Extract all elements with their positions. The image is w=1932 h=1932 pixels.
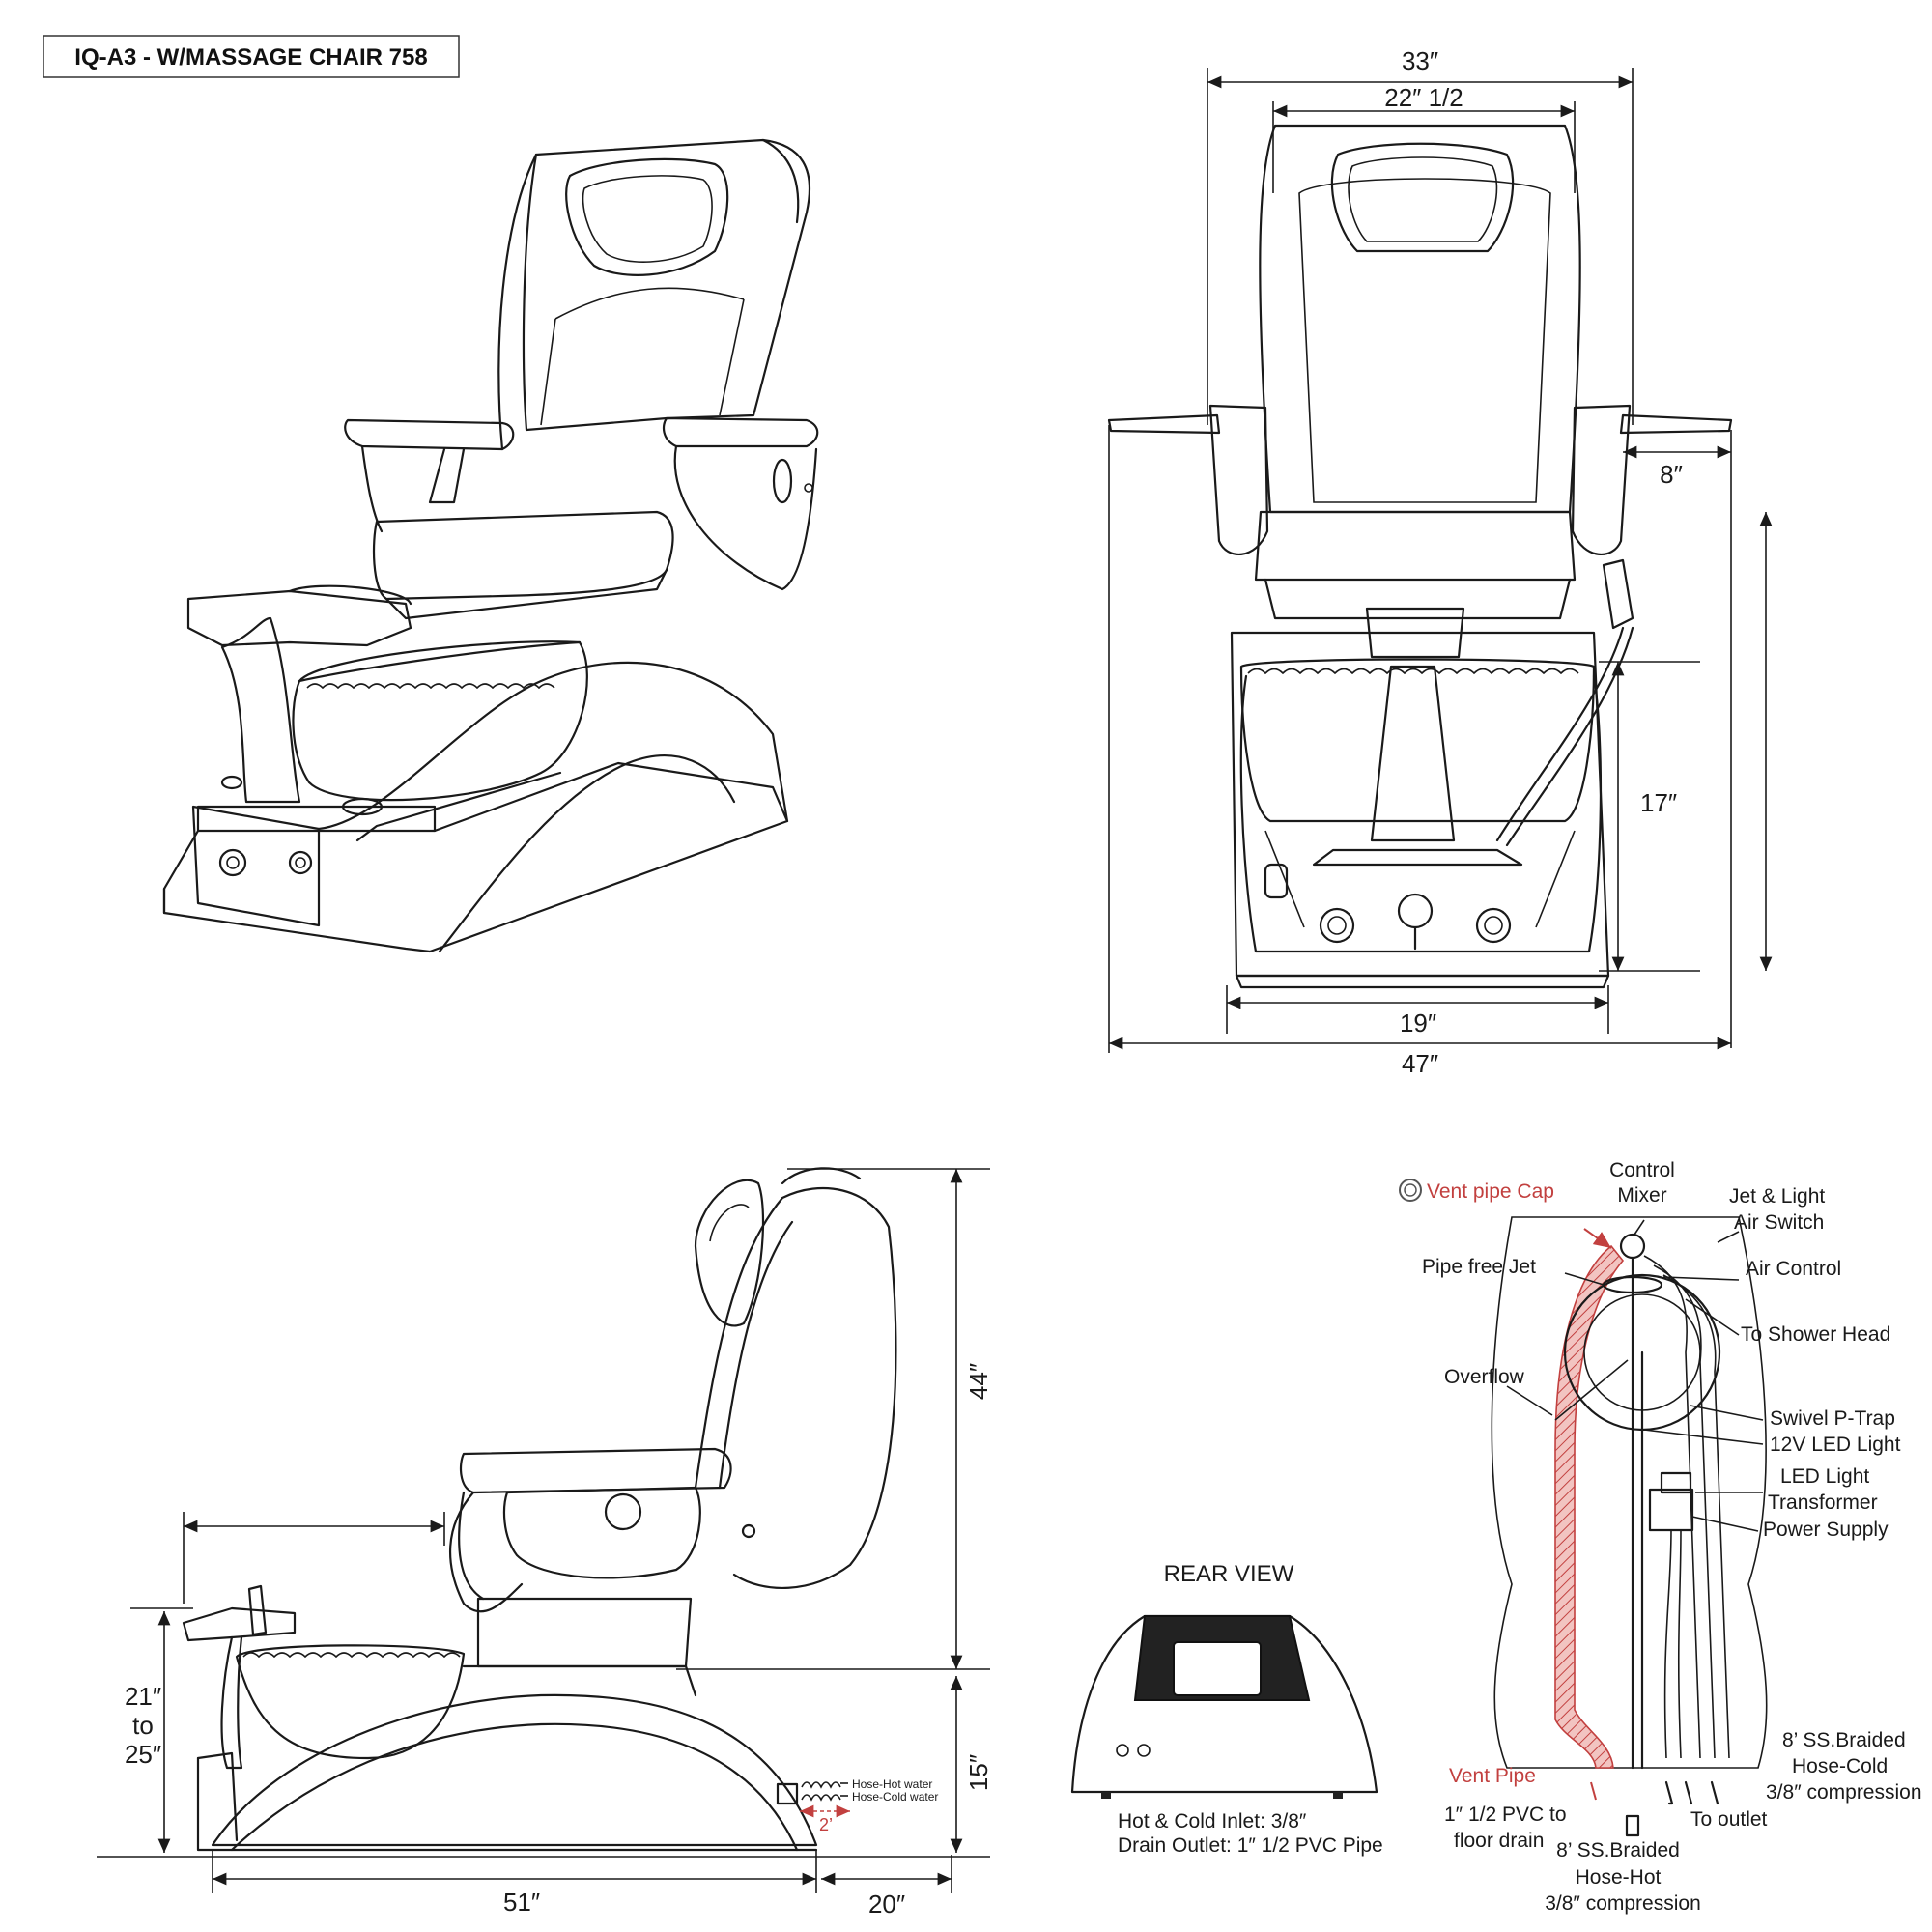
label-jet-light-2: Air Switch bbox=[1734, 1211, 1824, 1234]
label-12v-led: 12V LED Light bbox=[1770, 1434, 1901, 1456]
label-pvc-1: 1″ 1/2 PVC to bbox=[1444, 1804, 1567, 1826]
label-pvc-2: floor drain bbox=[1454, 1830, 1544, 1852]
side-view-drawing bbox=[97, 1167, 990, 1858]
dim-footrest-line-2: to bbox=[132, 1711, 154, 1740]
label-vent-pipe: Vent Pipe bbox=[1449, 1765, 1536, 1787]
label-hot-hose-1: 8’ SS.Braided bbox=[1556, 1839, 1680, 1861]
dim-base-length: 51″ bbox=[503, 1888, 540, 1917]
label-led-transformer-2: Transformer bbox=[1768, 1492, 1878, 1514]
hose-hot-label: Hose-Hot water bbox=[852, 1777, 932, 1791]
label-control-mixer-2: Mixer bbox=[1617, 1184, 1666, 1207]
label-swivel-ptrap: Swivel P-Trap bbox=[1770, 1407, 1895, 1430]
dim-tray: 8″ bbox=[1660, 460, 1683, 489]
rear-spec-drain: Drain Outlet: 1″ 1/2 PVC Pipe bbox=[1118, 1834, 1383, 1857]
front-view-drawing bbox=[1107, 124, 1733, 989]
label-led-transformer-1: LED Light bbox=[1780, 1465, 1869, 1488]
front-view-dimensions: 33″ 22″ 1/2 8″ 17″ 19″ 47″ bbox=[1108, 46, 1773, 1078]
dim-bowl-height: 15″ bbox=[964, 1754, 993, 1791]
dim-overall: 47″ bbox=[1402, 1049, 1438, 1078]
label-vent-cap: Vent pipe Cap bbox=[1427, 1180, 1554, 1203]
hose-cold-label: Hose-Cold water bbox=[852, 1790, 938, 1804]
label-air-control: Air Control bbox=[1746, 1258, 1841, 1280]
rear-spec-inlet: Hot & Cold Inlet: 3/8″ bbox=[1118, 1810, 1307, 1833]
label-shower-head: To Shower Head bbox=[1741, 1323, 1890, 1346]
dim-clearance: 20″ bbox=[868, 1889, 905, 1918]
dim-back-width: 22″ 1/2 bbox=[1384, 83, 1463, 112]
dim-base: 19″ bbox=[1400, 1009, 1436, 1037]
plumbing-diagram: Vent pipe Cap Control Mixer Jet & Light … bbox=[1399, 1159, 1922, 1915]
dim-total-height: 44″ bbox=[964, 1363, 993, 1400]
side-view-dimensions: 44″ 15″ 21″ to 25″ 51″ 20″ Hose-Hot wate… bbox=[125, 1168, 993, 1918]
dim-footrest-line-3: 25″ bbox=[125, 1740, 161, 1769]
iso-view-drawing bbox=[162, 138, 819, 953]
title-box: IQ-A3 - W/MASSAGE CHAIR 758 bbox=[43, 35, 460, 78]
label-to-outlet: To outlet bbox=[1690, 1808, 1768, 1831]
label-overflow: Overflow bbox=[1444, 1366, 1525, 1388]
rear-view-title: REAR VIEW bbox=[1164, 1561, 1294, 1587]
label-control-mixer-1: Control bbox=[1609, 1159, 1675, 1181]
label-cold-hose-3: 3/8″ compression bbox=[1766, 1781, 1922, 1804]
vent-pipe bbox=[1554, 1244, 1625, 1769]
label-pipe-free-jet: Pipe free Jet bbox=[1422, 1256, 1536, 1278]
label-hot-hose-2: Hose-Hot bbox=[1576, 1866, 1662, 1889]
vent-cap-icon bbox=[1399, 1179, 1422, 1202]
label-jet-light-1: Jet & Light bbox=[1729, 1185, 1825, 1208]
rear-view-drawing: REAR VIEW Hot & Cold Inlet: 3/8″ Drain O… bbox=[1070, 1561, 1383, 1857]
label-cold-hose-1: 8’ SS.Braided bbox=[1782, 1729, 1906, 1751]
label-hot-hose-3: 3/8″ compression bbox=[1545, 1892, 1701, 1915]
dim-front-height: 17″ bbox=[1640, 788, 1677, 817]
dim-overall-top: 33″ bbox=[1402, 46, 1438, 75]
label-power-supply: Power Supply bbox=[1763, 1519, 1889, 1541]
dim-footrest-line-1: 21″ bbox=[125, 1682, 161, 1711]
label-cold-hose-2: Hose-Cold bbox=[1792, 1755, 1888, 1777]
dim-drain-offset: 2’ bbox=[819, 1815, 833, 1834]
page-title: IQ-A3 - W/MASSAGE CHAIR 758 bbox=[74, 44, 427, 71]
